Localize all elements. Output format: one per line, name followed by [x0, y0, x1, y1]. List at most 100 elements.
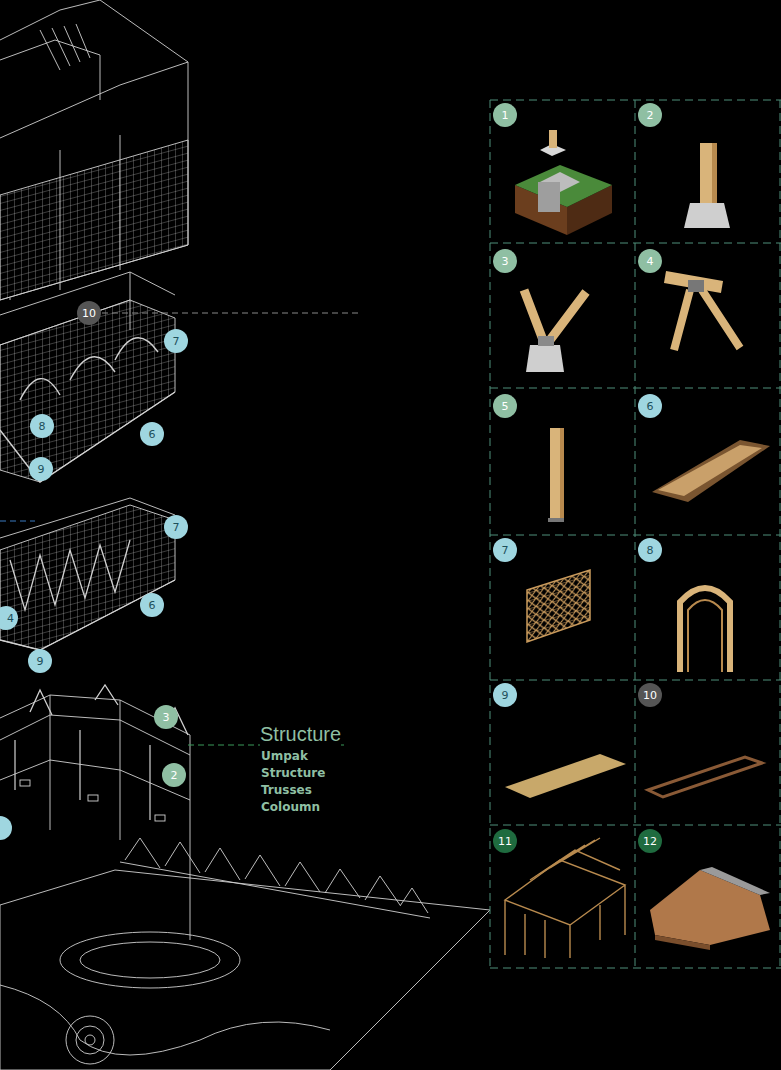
post	[549, 130, 557, 148]
callout-text: 11	[498, 836, 512, 847]
callout-text: 7	[173, 336, 180, 347]
callout-number: 7	[164, 515, 188, 539]
ground-plane	[0, 870, 490, 1070]
plinth	[526, 345, 564, 372]
connector	[538, 336, 554, 346]
callout-number: 6	[140, 593, 164, 617]
base-plate	[548, 518, 564, 522]
callout-number: 8	[638, 538, 662, 562]
callout-number: 10	[638, 683, 662, 707]
callout-text: 8	[647, 545, 654, 556]
callout-number: 3	[154, 705, 178, 729]
umpak	[88, 795, 98, 801]
callout-number: 7	[493, 538, 517, 562]
umpak	[20, 780, 30, 786]
roof-edge	[655, 935, 710, 950]
floor-frame	[648, 757, 762, 797]
plaza-circle	[76, 1026, 104, 1054]
roof	[650, 870, 770, 945]
stair	[658, 445, 762, 496]
post	[712, 143, 717, 203]
callout-text: 7	[173, 522, 180, 533]
plaza-circle	[66, 1016, 114, 1064]
callout-text: 2	[171, 770, 178, 781]
arch	[680, 588, 730, 672]
diagram-title: Structure	[260, 723, 341, 746]
callout-text: 1	[502, 110, 509, 121]
structure-grid	[0, 695, 190, 940]
callout-number: 9	[28, 649, 52, 673]
callout-number: 1	[493, 103, 517, 127]
callout-circle	[0, 816, 12, 840]
layer-mesh	[0, 505, 175, 650]
arch	[688, 600, 722, 672]
roof-rafters	[530, 838, 620, 880]
columns	[15, 730, 150, 820]
callout-number: 12	[638, 829, 662, 853]
callout-number: 5	[493, 394, 517, 418]
callout-number: 3	[493, 249, 517, 273]
callout-text: 9	[37, 656, 44, 667]
huts	[125, 838, 428, 913]
callout-number: 2	[162, 763, 186, 787]
callout-text: 6	[149, 600, 156, 611]
callout-text: 3	[163, 712, 170, 723]
column	[560, 428, 564, 520]
path-ellipse	[80, 942, 220, 978]
path-curve	[0, 985, 330, 1055]
grass	[515, 165, 612, 207]
callout-text: 7	[502, 545, 509, 556]
house-frame	[0, 135, 188, 300]
layer-mesh	[0, 300, 175, 482]
house-frame	[505, 838, 625, 958]
strut	[524, 290, 586, 340]
leader-line	[102, 313, 360, 314]
umpak	[155, 815, 165, 821]
footing	[538, 182, 560, 212]
post	[700, 143, 714, 203]
trusses	[0, 540, 175, 650]
callout-number: 6	[638, 394, 662, 418]
callout-text: 2	[647, 110, 654, 121]
callout-text: 6	[647, 401, 654, 412]
hut-row	[120, 862, 430, 918]
callout-number: 6	[140, 422, 164, 446]
callout-text: 5	[502, 401, 509, 412]
callout-number: 7	[164, 329, 188, 353]
path-ellipse	[60, 932, 240, 988]
callout-text: 10	[643, 690, 657, 701]
callout-text: 4	[647, 256, 654, 267]
roof-lines	[40, 24, 90, 70]
callout-number: 9	[29, 457, 53, 481]
list-item: Umpak	[261, 750, 308, 764]
callout-text: 4	[7, 613, 14, 624]
grid-line	[490, 100, 781, 968]
callout-text: 10	[82, 308, 96, 319]
ridge	[700, 867, 770, 895]
leg	[674, 290, 740, 350]
arches	[0, 338, 175, 482]
component-grid	[490, 100, 781, 968]
callout-text: 6	[149, 429, 156, 440]
truss-panel	[527, 570, 590, 642]
callout-number: 11	[493, 829, 517, 853]
callout-number: 4	[638, 249, 662, 273]
leader-line	[0, 521, 35, 522]
list-item: Coloumn	[261, 801, 320, 815]
exploded-drawing	[0, 0, 490, 1070]
list-item: Structure	[261, 767, 325, 781]
list-item: Trusses	[261, 784, 312, 798]
plank	[505, 754, 626, 798]
callout-number: 10	[77, 301, 101, 325]
plinth	[684, 203, 730, 228]
callout-text: 9	[38, 464, 45, 475]
plaza-circle	[85, 1035, 95, 1045]
callout-number: 2	[638, 103, 662, 127]
callout-text: 8	[39, 421, 46, 432]
house-mesh	[0, 140, 188, 300]
callout-number: 9	[493, 683, 517, 707]
callout-number: 8	[30, 414, 54, 438]
grid-line	[490, 100, 780, 968]
